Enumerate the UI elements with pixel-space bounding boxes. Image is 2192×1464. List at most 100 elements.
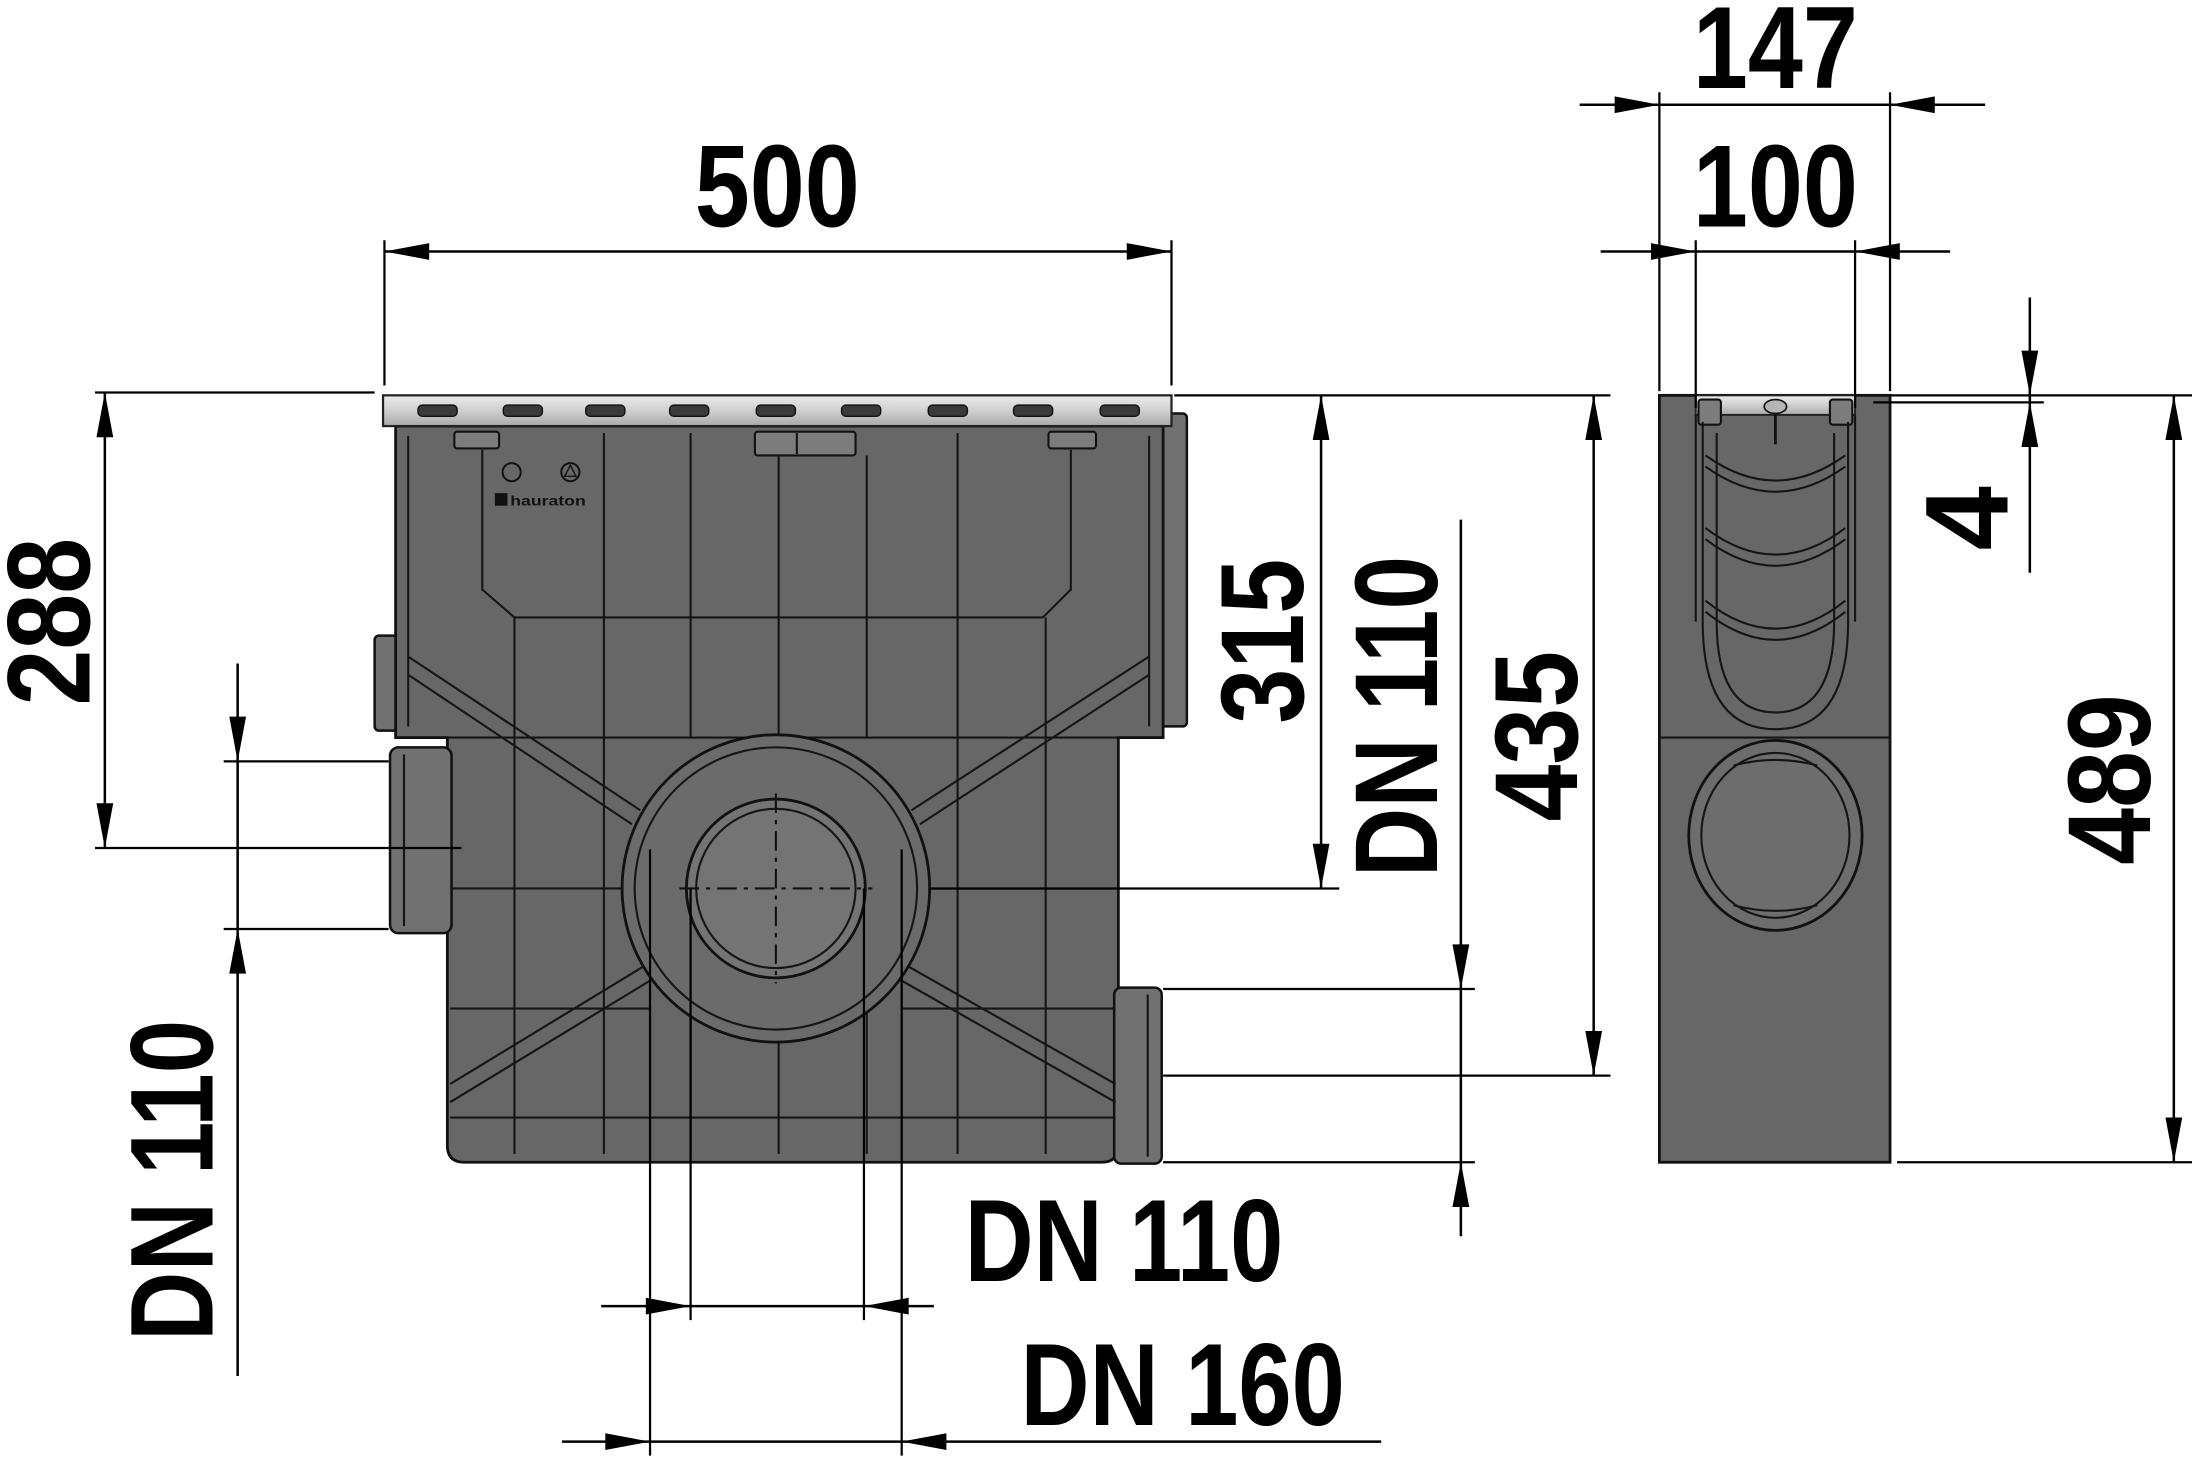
- arrowhead: [1650, 243, 1696, 260]
- triangle-icon: [563, 463, 578, 478]
- front-view: hauraton: [373, 394, 1189, 1165]
- material-symbol-icon: [560, 462, 581, 483]
- grate-slot: [1099, 404, 1141, 417]
- grate-slot: [755, 404, 797, 417]
- side-grate-flange-right: [1828, 398, 1854, 426]
- arrowhead: [1614, 96, 1660, 114]
- arrowhead: [1890, 96, 1935, 114]
- dim-label-right-dn110: DN 110: [1331, 556, 1462, 877]
- arrowhead: [645, 1297, 691, 1315]
- front-grate: [381, 394, 1173, 428]
- side-outlet-flat-top: [1733, 758, 1818, 767]
- arrowhead: [901, 1433, 947, 1451]
- extension-lines: [95, 92, 2192, 1456]
- dimension-4: 4: [1901, 297, 2039, 573]
- dim-label-100: 100: [1693, 120, 1858, 251]
- rib-diag-upper-right-a: [910, 655, 1150, 812]
- recycle-symbol-icon: [501, 462, 522, 483]
- top-tab-left: [453, 430, 501, 450]
- side-cage-arc-1: [1704, 454, 1846, 482]
- side-view: [1657, 393, 1892, 1164]
- arrowhead: [1126, 243, 1172, 260]
- grate-slot: [668, 404, 710, 417]
- dim-label-500: 500: [695, 120, 860, 251]
- dimension-489: 489: [2044, 395, 2183, 1163]
- rib-diag-upper-left-b: [407, 673, 633, 826]
- side-cage-arc-3b: [1704, 611, 1846, 641]
- dimension-147: 147: [1579, 0, 1986, 114]
- side-cage-arc-1b: [1704, 465, 1846, 493]
- rib-diag-lower-right-b: [901, 979, 1117, 1104]
- arrowhead: [1312, 843, 1330, 889]
- arrowhead: [605, 1433, 651, 1451]
- grate-slot: [1012, 404, 1054, 417]
- dim-label-bottom-dn110: DN 110: [965, 1175, 1284, 1306]
- rib-diag-lower-left-a: [449, 965, 644, 1085]
- top-tab-right: [1047, 430, 1098, 450]
- arrowhead: [96, 392, 114, 438]
- dimension-315: 315: [1197, 395, 1330, 889]
- side-outlet-inner: [1700, 751, 1851, 919]
- arrowhead: [2021, 402, 2039, 448]
- grate-slot: [840, 404, 882, 417]
- dim-label-435: 435: [1471, 651, 1602, 821]
- arrowhead: [2165, 1117, 2183, 1163]
- side-grate-flange-left: [1697, 398, 1722, 426]
- arrowhead: [384, 243, 430, 260]
- upper-ribs: [407, 433, 1151, 739]
- dim-label-147: 147: [1693, 0, 1858, 113]
- left-outlet-collar: [388, 746, 453, 935]
- grate-slot: [927, 404, 969, 417]
- logo-text: hauraton: [510, 493, 585, 509]
- arrowhead: [96, 803, 114, 848]
- side-cage-inner: [1715, 433, 1836, 714]
- rib-left-funnel: [481, 449, 516, 619]
- dim-label-489: 489: [2044, 694, 2175, 864]
- dimension-right-dn110: DN 110: [1331, 519, 1470, 1237]
- outlet-ring: [633, 746, 919, 1031]
- rib-diag-upper-left-a: [407, 655, 641, 812]
- dim-label-dn160: DN 160: [1021, 1319, 1345, 1450]
- dimension-left-dn110: DN 110: [106, 663, 247, 1376]
- dimension-288: 288: [0, 392, 114, 848]
- rib-diag-lower-right-a: [908, 965, 1117, 1085]
- side-cage-outer: [1701, 421, 1850, 731]
- arrowhead: [1855, 243, 1900, 260]
- lower-ribs: [407, 617, 1150, 1154]
- arrowhead: [1452, 1162, 1470, 1207]
- arrowhead: [229, 928, 247, 974]
- rib-right-funnel: [1042, 449, 1072, 619]
- dim-label-315: 315: [1197, 559, 1328, 724]
- manufacturer-logo: hauraton: [494, 462, 586, 509]
- arrowhead: [1452, 944, 1470, 990]
- side-outlet-flat-bottom: [1733, 904, 1818, 912]
- side-cage-arc-2: [1704, 527, 1846, 556]
- side-outlet-outer: [1687, 738, 1864, 932]
- grate-slot: [502, 404, 544, 417]
- dim-label-left-dn110: DN 110: [106, 1020, 237, 1341]
- dim-label-288: 288: [0, 538, 114, 706]
- grate-bolt-icon: [1763, 398, 1788, 415]
- right-outlet-collar: [1112, 986, 1163, 1165]
- arrowhead: [229, 716, 247, 762]
- grate-slot: [417, 404, 458, 417]
- dim-label-4: 4: [1901, 486, 2032, 550]
- dimension-435: 435: [1471, 395, 1603, 1076]
- rib-diag-upper-right-b: [919, 673, 1150, 826]
- grate-slot: [585, 404, 626, 417]
- arrowhead: [863, 1297, 909, 1315]
- arrowhead: [2165, 395, 2183, 441]
- arrowhead: [1312, 395, 1330, 441]
- logo-mark-icon: [494, 493, 508, 506]
- arrowhead: [1585, 1030, 1603, 1076]
- dimension-dn160: DN 160: [561, 1319, 1382, 1451]
- side-cage-arc-3: [1704, 599, 1846, 630]
- top-tab-center: [753, 430, 857, 457]
- arrowhead: [2021, 350, 2039, 396]
- arrowhead: [1585, 395, 1603, 441]
- dimension-100: 100: [1600, 120, 1951, 260]
- bottom-outlet: [620, 733, 932, 1044]
- rib-diag-lower-left-b: [449, 979, 651, 1104]
- dimension-bottom-dn110: DN 110: [601, 1175, 1284, 1315]
